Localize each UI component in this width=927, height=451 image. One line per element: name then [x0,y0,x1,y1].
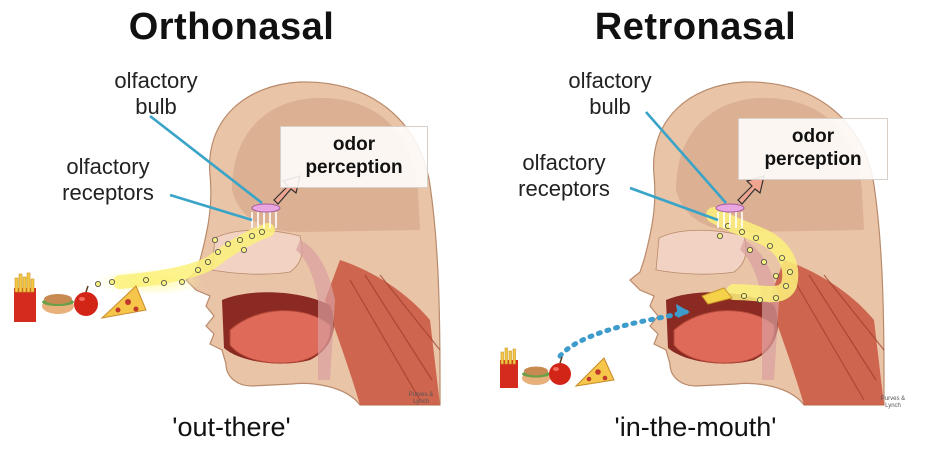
image-credit: Purves & Lynch [406,392,436,406]
credit-line-2: Lynch [406,399,436,406]
apple-icon [74,286,98,316]
bulb-label-line-2: bulb [550,94,670,120]
retronasal-head-illustration [464,0,927,451]
bulb-label-line-1: olfactory [550,68,670,94]
retronasal-caption: 'in-the-mouth' [464,412,927,443]
receptors-label-line-1: olfactory [38,154,178,180]
orthonasal-panel: Orthonasal olfactory bulb olfactory rece… [0,0,463,451]
image-credit: Purves & Lynch [878,396,908,410]
olfactory-bulb-label: olfactory bulb [550,68,670,120]
olfactory-receptors-label: olfactory receptors [38,154,178,206]
odor-label-line-2: perception [739,148,887,171]
orthonasal-caption: 'out-there' [0,412,463,443]
receptors-label-line-2: receptors [38,180,178,206]
retronasal-title: Retronasal [464,6,927,49]
credit-line-1: Purves & [878,396,908,403]
orthonasal-title: Orthonasal [0,6,463,49]
apple-icon [549,357,571,385]
sandwich-icon [522,367,550,386]
orthonasal-head-illustration [0,0,463,451]
credit-line-2: Lynch [878,403,908,410]
odor-perception-box: odor perception [738,118,888,180]
receptors-label-line-2: receptors [494,176,634,202]
bulb-label-line-2: bulb [96,94,216,120]
receptors-label-line-1: olfactory [494,150,634,176]
olfactory-receptors-label: olfactory receptors [494,150,634,202]
fries-icon [14,273,36,322]
odor-perception-box: odor perception [280,126,428,188]
olfactory-bulb-label: olfactory bulb [96,68,216,120]
pizza-icon [576,358,614,386]
retronasal-panel: Retronasal olfactory bulb olfactory rece… [464,0,927,451]
fries-icon [500,348,518,388]
olfactory-bulb [252,204,280,212]
sandwich-icon [42,294,74,314]
odor-label-line-1: odor [739,125,887,148]
credit-line-1: Purves & [406,392,436,399]
nasal-cavity [656,230,746,274]
odor-label-line-1: odor [281,133,427,156]
odor-label-line-2: perception [281,156,427,179]
olfactory-bulb [716,204,744,212]
bulb-label-line-1: olfactory [96,68,216,94]
